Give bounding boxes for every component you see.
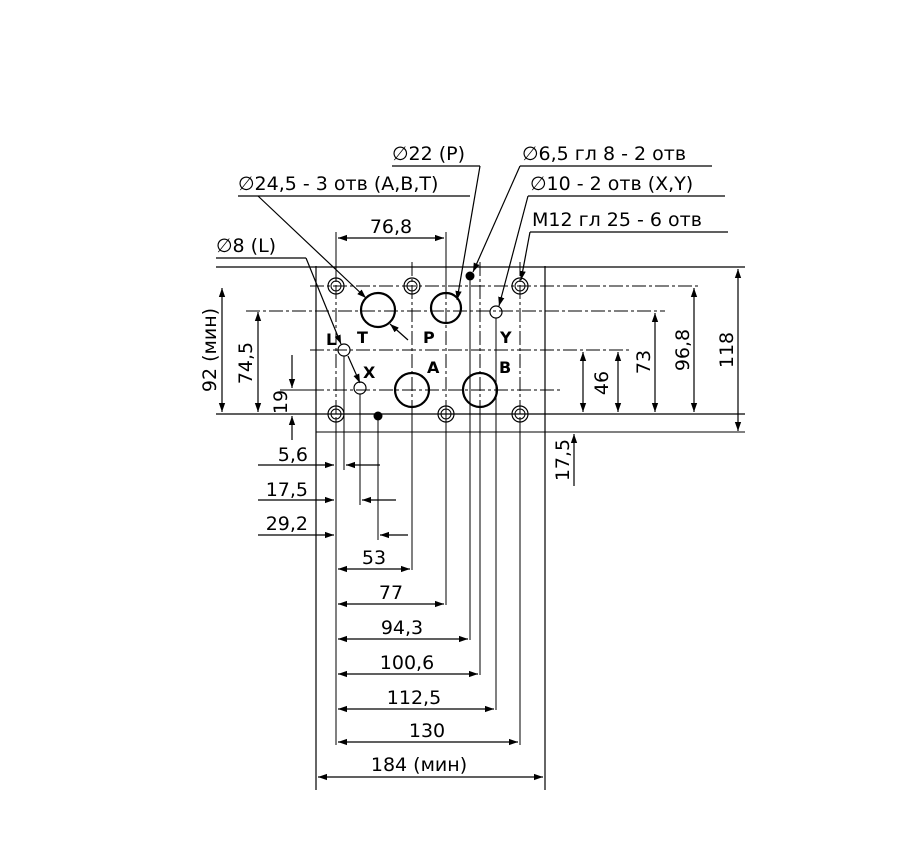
port-label-l: L <box>326 330 336 349</box>
callout-threads: M12 гл 25 - 6 отв <box>532 209 702 231</box>
port-label-y: Y <box>499 328 512 347</box>
dim-top-span: 76,8 <box>370 216 412 238</box>
port-label-a: A <box>427 358 440 377</box>
port-a-hole <box>393 371 431 409</box>
port-label-t: T <box>357 328 368 347</box>
port-t-hole <box>359 291 397 329</box>
dim-right-17-5: 17,5 <box>552 439 574 481</box>
pin-hole <box>465 271 475 281</box>
port-label-x: X <box>363 363 376 382</box>
callout-p-port: ∅22 (P) <box>392 143 465 165</box>
dims-bottom-stack: 53 77 94,3 100,6 112,5 130 184 (мин) <box>318 547 543 781</box>
threaded-hole <box>403 277 421 295</box>
dim-right-96-8: 96,8 <box>672 329 694 371</box>
dim-h-29-2: 29,2 <box>266 513 308 535</box>
dim-h-184: 184 (мин) <box>371 754 467 776</box>
dim-h-130: 130 <box>409 720 445 742</box>
dim-h-100-6: 100,6 <box>380 652 434 674</box>
dim-left-small: 19 <box>270 390 292 414</box>
center-lines <box>246 262 700 440</box>
dims-right: 46 73 96,8 118 17,5 <box>316 269 745 486</box>
callout-mounting-holes: ∅6,5 гл 8 - 2 отв <box>522 143 686 165</box>
port-label-b: B <box>499 358 511 377</box>
dims-left: 92 (мин) 74,5 19 <box>199 288 316 440</box>
dim-h-5-6: 5,6 <box>278 444 308 466</box>
dim-h-112-5: 112,5 <box>387 687 441 709</box>
port-y-hole <box>489 305 503 319</box>
dim-h-77: 77 <box>379 582 403 604</box>
extension-lines <box>335 280 521 745</box>
callout-main-ports: ∅24,5 - 3 отв (A,B,T) <box>238 173 438 195</box>
dim-left-outer: 92 (мин) <box>199 308 221 392</box>
port-x-hole <box>353 381 367 395</box>
dim-left-inner: 74,5 <box>235 342 257 384</box>
callout-l-port: ∅8 (L) <box>216 235 276 257</box>
dim-h-94-3: 94,3 <box>381 617 423 639</box>
dim-h-17-5: 17,5 <box>266 479 308 501</box>
port-labels: L T P Y X A B <box>326 328 512 382</box>
dims-bottom-left: 5,6 17,5 29,2 <box>258 444 408 539</box>
dim-right-73: 73 <box>633 350 655 374</box>
dim-right-46: 46 <box>591 371 613 395</box>
callout-pilot-ports: ∅10 - 2 отв (X,Y) <box>530 173 693 195</box>
dim-right-118: 118 <box>716 332 738 368</box>
port-label-p: P <box>423 328 435 347</box>
pin-hole <box>373 411 383 421</box>
callouts: ∅22 (P) ∅6,5 гл 8 - 2 отв ∅24,5 - 3 отв … <box>216 143 728 384</box>
dim-h-53: 53 <box>362 547 386 569</box>
port-b-hole <box>461 371 499 409</box>
dim-top: 76,8 <box>335 216 447 296</box>
